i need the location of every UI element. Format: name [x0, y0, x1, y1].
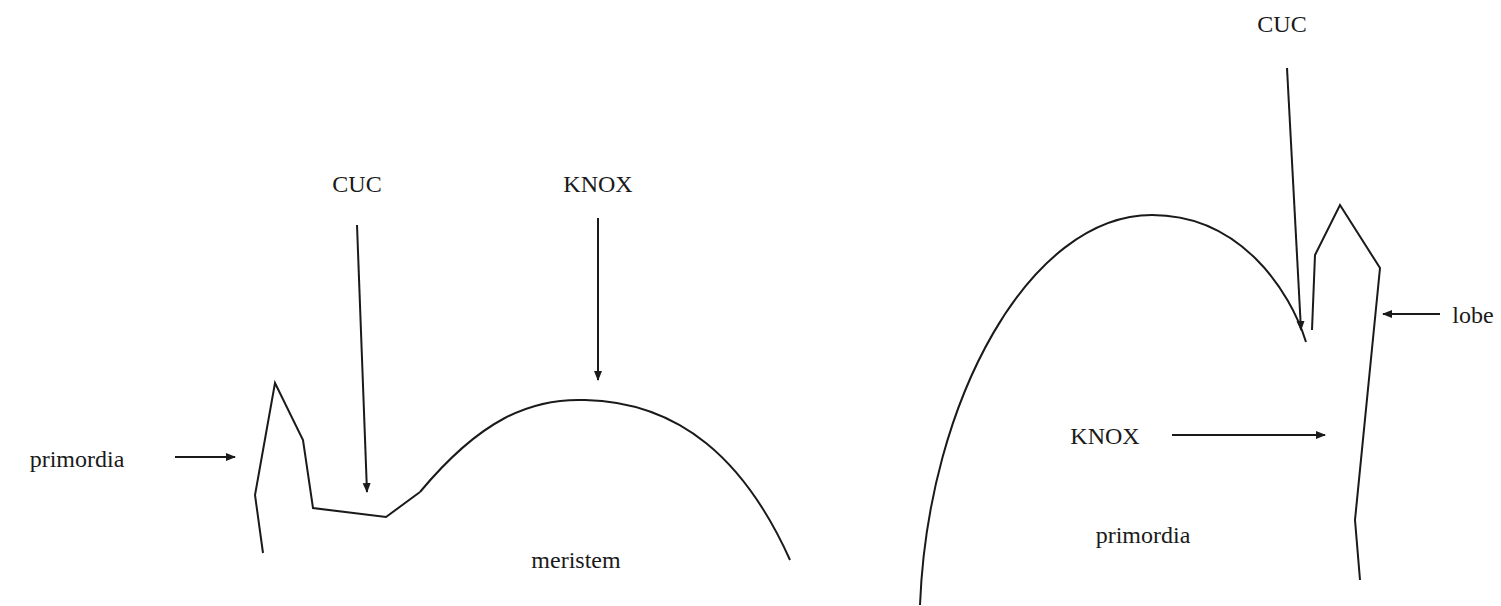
- lobe-outline: [1312, 205, 1380, 580]
- leader-arrow: [357, 225, 367, 492]
- gene-label: CUC: [1257, 12, 1306, 36]
- structure-label: primordia: [30, 447, 125, 471]
- leader-arrow: [1172, 434, 1325, 436]
- structure-label: primordia: [1096, 523, 1191, 547]
- leader-arrow: [1287, 68, 1301, 330]
- meristem-outline: [420, 400, 790, 560]
- gene-label: KNOX: [563, 172, 632, 196]
- primordium-outline: [920, 215, 1306, 605]
- primordium-outline: [255, 383, 420, 553]
- structure-label: meristem: [531, 548, 620, 572]
- gene-label: KNOX: [1070, 424, 1139, 448]
- structure-label: lobe: [1452, 303, 1493, 327]
- leader-arrow: [597, 218, 599, 380]
- leader-arrow: [1383, 313, 1440, 315]
- leader-arrow: [175, 456, 235, 458]
- gene-label: CUC: [332, 172, 381, 196]
